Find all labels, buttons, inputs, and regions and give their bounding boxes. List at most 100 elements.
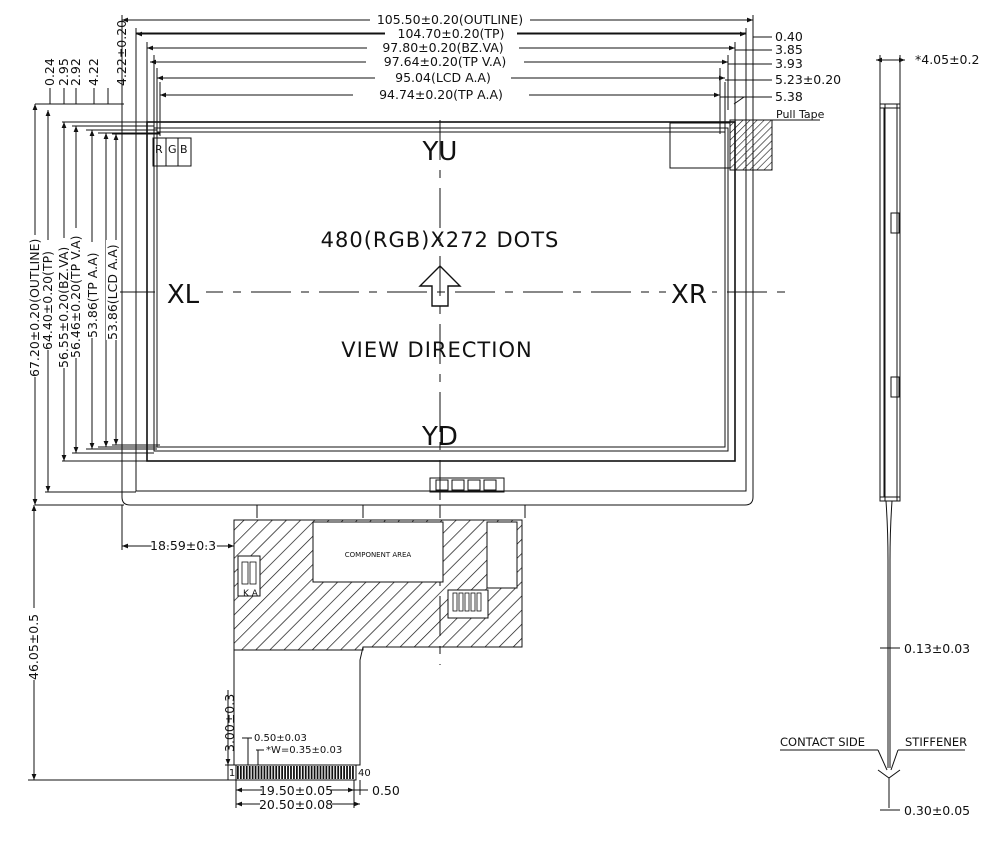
view-direction-arrow: [418, 265, 462, 307]
dim-outline-width: 105.50±0.20(OUTLINE): [377, 12, 523, 27]
fpc-pin: [340, 766, 343, 779]
xr-label: XR: [671, 280, 707, 310]
dots-label: 480(RGB)X272 DOTS: [321, 228, 560, 252]
dim-right-4: 5.38: [775, 89, 803, 104]
side-thickness-label: *4.05±0.2: [915, 52, 979, 67]
rgb-label-b: B: [180, 143, 188, 156]
fpc-pin: [272, 766, 275, 779]
fpc-pin: [313, 766, 316, 779]
fpc-pin: [242, 766, 245, 779]
dim-tl-3: 4.22: [86, 58, 101, 86]
fpc-pin: [290, 766, 292, 779]
fpc-pin: [284, 766, 286, 779]
fpc-pin: [346, 766, 348, 779]
pull-tape: [729, 119, 773, 171]
rgb-label-r: R: [155, 143, 163, 156]
component-area-label: COMPONENT AREA: [345, 551, 412, 559]
dim-tl-0: 0.24: [42, 58, 57, 86]
fpc-pin: [337, 766, 340, 779]
side-fpc-label: 0.13±0.03: [904, 641, 970, 656]
fpc-pin: [307, 766, 310, 779]
dim-tl-4: 4.22±0.20: [114, 20, 129, 86]
dim-tp-va-width: 97.64±0.20(TP V.A): [384, 54, 506, 69]
side-stiffener-thk-label: 0.30±0.05: [904, 803, 970, 818]
dim-tp-height: 64.40±0.20(TP): [40, 251, 55, 350]
dim-tl-2: 2.92: [68, 58, 83, 86]
dim-fpc-height: 46.05±0.5: [26, 614, 41, 680]
tp-view-area: [153, 127, 729, 452]
fpc-pin: [325, 766, 328, 779]
fpc-pin: [275, 766, 278, 779]
left-extension-lines: [35, 103, 160, 506]
fpc-pin: [251, 766, 254, 779]
dim-pin-margin: 0.50: [372, 783, 400, 798]
contact-side-label: CONTACT SIDE: [780, 735, 865, 749]
dim-tp-va-height: 56.46±0.20(TP V.A): [68, 236, 83, 358]
fpc-pin: [304, 766, 307, 779]
dim-lcd-aa-height: 53.86(LCD A.A): [105, 244, 120, 340]
dim-fpc-offset: 18.59±0.3: [150, 538, 216, 553]
dim-right-0: 0.40: [775, 29, 803, 44]
top-left-dimension-labels: 0.24 2.95 2.92 4.22 4.22±0.20: [42, 20, 129, 86]
fpc-pin: [278, 766, 281, 779]
dim-right-3: 5.23±0.20: [775, 72, 841, 87]
side-view: [780, 55, 965, 811]
pin-last-label: 40: [358, 768, 371, 779]
dim-tp-width: 104.70±0.20(TP): [398, 26, 505, 41]
fpc-pin: [245, 766, 248, 779]
fpc-pin: [260, 766, 263, 779]
pull-tape-label: Pull Tape: [776, 108, 825, 121]
fpc-connector-area: [447, 589, 489, 619]
pull-tape-label-box: [669, 122, 731, 169]
dim-lcd-aa-width: 95.04(LCD A.A): [395, 70, 491, 85]
left-dimension-labels: 67.20±0.20(OUTLINE) 64.40±0.20(TP) 56.55…: [27, 228, 120, 377]
fpc-pin: [298, 766, 301, 779]
led-connector-area: [486, 521, 518, 589]
fpc-pin: [239, 766, 242, 779]
pin-first-label: 1: [229, 768, 235, 779]
fpc-pin: [269, 766, 272, 779]
fpc-tail: [233, 646, 364, 766]
top-left-dimension-leaders: [49, 88, 109, 104]
fpc-pins: [237, 766, 354, 779]
xl-label: XL: [167, 280, 200, 310]
fpc-pin: [281, 766, 284, 779]
fpc-pin: [352, 766, 354, 779]
fpc-pin: [331, 766, 334, 779]
outline-frame: [121, 19, 754, 506]
fpc-pin: [316, 766, 319, 779]
dim-pins-outer: 20.50±0.08: [259, 797, 333, 812]
ka-area: [237, 555, 261, 597]
ka-label: K A: [243, 589, 259, 599]
right-dimension-labels: 0.40 3.85 3.93 5.23±0.20 5.38: [775, 29, 841, 104]
dim-bz-va-width: 97.80±0.20(BZ.VA): [382, 40, 503, 55]
dim-tl-1: 2.95: [56, 58, 71, 86]
yd-label: YD: [421, 422, 458, 452]
dim-tp-aa-width: 94.74±0.20(TP A.A): [379, 87, 503, 102]
top-dimension-labels: 105.50±0.20(OUTLINE) 104.70±0.20(TP) 97.…: [353, 12, 530, 102]
fpc-pin: [349, 766, 351, 779]
fpc-pin: [237, 766, 239, 779]
rgb-label-g: G: [168, 143, 177, 156]
bottom-pads: [429, 477, 505, 493]
fpc-pin: [296, 766, 298, 779]
yu-label: YU: [422, 137, 458, 167]
fpc-pin: [263, 766, 266, 779]
fpc-pin: [254, 766, 257, 779]
fpc-pin: [310, 766, 313, 779]
fpc-pin: [328, 766, 331, 779]
dim-right-1: 3.85: [775, 42, 803, 57]
fpc-pin: [293, 766, 295, 779]
fpc-pin: [266, 766, 269, 779]
dim-pins-inner: 19.50±0.05: [259, 783, 333, 798]
dim-bz-va-height: 56.55±0.20(BZ.VA): [56, 247, 71, 368]
view-direction-label: VIEW DIRECTION: [341, 338, 532, 362]
dim-outline-height: 67.20±0.20(OUTLINE): [27, 239, 42, 377]
fpc-pin: [301, 766, 304, 779]
fpc-pin: [248, 766, 251, 779]
stiffener-label: STIFFENER: [905, 735, 967, 749]
fpc-pin: [319, 766, 322, 779]
right-dimension-leaders: [720, 36, 772, 98]
